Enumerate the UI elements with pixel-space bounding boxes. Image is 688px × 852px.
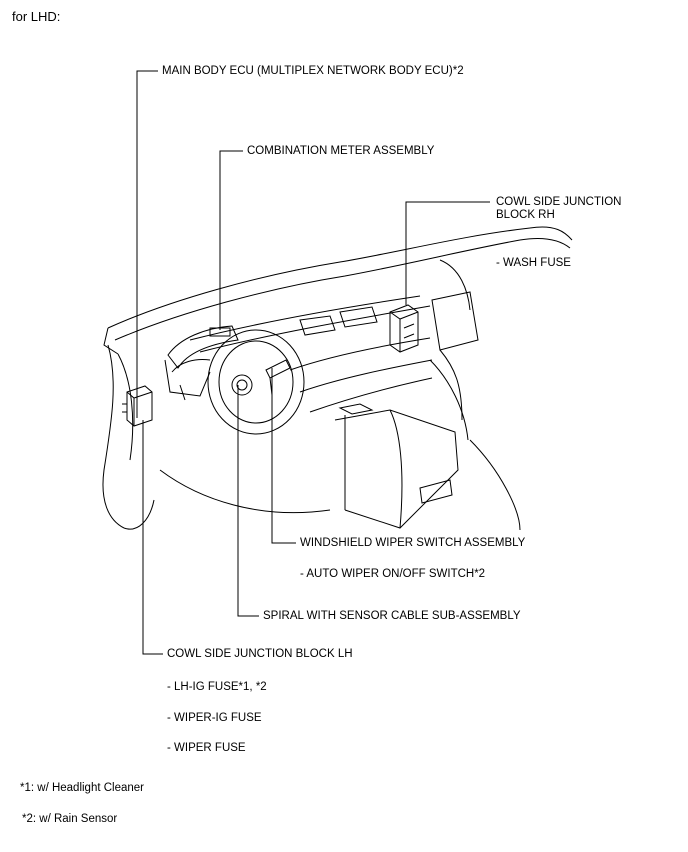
dashboard-outline <box>102 226 573 531</box>
footnote-1: *1: w/ Headlight Cleaner <box>20 782 145 794</box>
label-main-body-ecu: MAIN BODY ECU (MULTIPLEX NETWORK BODY EC… <box>162 65 464 77</box>
label-lh-ig-fuse: - LH-IG FUSE*1, *2 <box>167 681 267 693</box>
leader-lines <box>136 70 490 655</box>
label-cowl-lh: COWL SIDE JUNCTION BLOCK LH <box>167 648 353 660</box>
label-cowl-rh-line1: COWL SIDE JUNCTION <box>496 196 622 208</box>
label-wash-fuse: - WASH FUSE <box>496 257 571 269</box>
label-spiral-cable: SPIRAL WITH SENSOR CABLE SUB-ASSEMBLY <box>263 610 521 622</box>
label-auto-wiper-switch: - AUTO WIPER ON/OFF SWITCH*2 <box>300 568 486 580</box>
steering-wheel-drawing <box>207 329 305 435</box>
footnote-2: *2: w/ Rain Sensor <box>22 813 118 825</box>
leader-spiral-cable <box>237 385 259 617</box>
page-title: for LHD: <box>12 9 61 24</box>
leader-cowl-rh <box>405 201 490 305</box>
label-wiper-fuse: - WIPER FUSE <box>167 742 246 754</box>
combination-meter-drawing <box>164 325 239 401</box>
leader-combination-meter <box>219 150 243 330</box>
leader-cowl-lh <box>142 420 163 655</box>
cowl-rh-block-drawing <box>389 304 419 353</box>
leader-main-body-ecu <box>136 70 158 418</box>
leader-windshield-wiper-switch <box>271 368 296 544</box>
label-windshield-wiper-switch: WINDSHIELD WIPER SWITCH ASSEMBLY <box>300 537 526 549</box>
label-combination-meter: COMBINATION METER ASSEMBLY <box>247 145 435 157</box>
label-cowl-rh-line2: BLOCK RH <box>496 209 555 221</box>
label-wiper-ig-fuse: - WIPER-IG FUSE <box>167 712 262 724</box>
cowl-lh-block-drawing <box>122 385 153 427</box>
